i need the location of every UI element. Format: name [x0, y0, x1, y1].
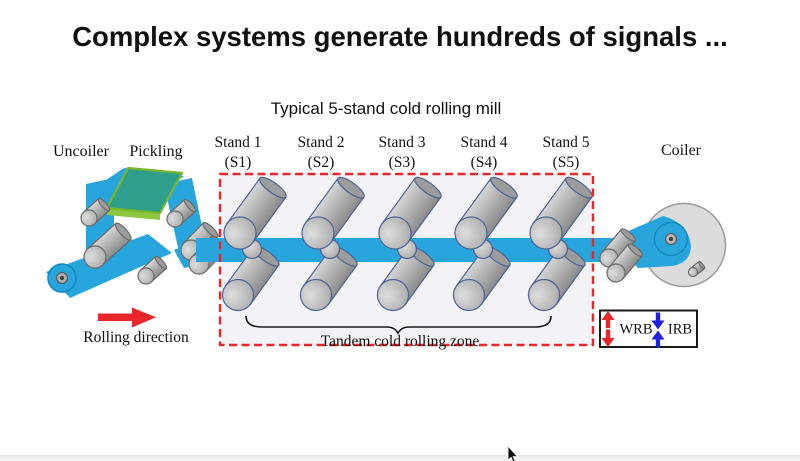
stand-label: Stand 4: [461, 134, 508, 151]
stand-label: Stand 1: [215, 134, 262, 151]
guide-roller: [137, 255, 168, 285]
backup-roll: [301, 176, 365, 250]
guide-roller: [166, 198, 197, 228]
legend-wrb-label: WRB: [619, 322, 652, 338]
stand-sub-label: (S3): [389, 154, 416, 171]
stand-roll-stack: [527, 176, 593, 312]
stand-roll-stack: [376, 176, 442, 312]
stand-sub-label: (S4): [471, 154, 498, 171]
page-title: Complex systems generate hundreds of sig…: [72, 21, 728, 52]
stand-sub-label: (S1): [225, 154, 252, 171]
coiler-label: Coiler: [661, 142, 702, 159]
stand-sub-label: (S2): [308, 154, 335, 171]
pickling-tank: [105, 166, 184, 220]
stand-label: Stand 2: [298, 134, 345, 151]
legend-box: WRB IRB: [599, 309, 698, 348]
coiler-axle-dot: [669, 237, 673, 241]
diagram-title: Typical 5-stand cold rolling mill: [271, 99, 502, 118]
coiler: [599, 202, 727, 288]
bottom-divider: [0, 455, 800, 457]
strip-segment: [46, 234, 172, 298]
backup-roll: [376, 245, 435, 312]
backup-roll: [529, 176, 593, 250]
guide-roller: [83, 222, 132, 269]
bottom-bar: [0, 456, 800, 461]
pinch-roll: [687, 260, 706, 278]
tandem-zone-border: [218, 172, 595, 347]
stand-sub-label: (S5): [553, 154, 580, 171]
uncoiler-label: Uncoiler: [53, 143, 110, 160]
backup-roll: [454, 176, 518, 250]
backup-roll: [378, 176, 442, 250]
zone-label: Tandem cold rolling zone: [321, 333, 480, 350]
stand-labels: Stand 1 (S1) Stand 2 (S2) Stand 3 (S3) S…: [215, 134, 590, 171]
rolling-direction-label: Rolling direction: [83, 329, 189, 346]
pinch-rolls: [599, 228, 706, 283]
stand-roll-stack: [221, 176, 287, 312]
stand-roll-stack: [452, 176, 518, 312]
backup-roll: [527, 245, 586, 312]
wrb-arrows-icon: [601, 311, 615, 347]
tank-edge: [107, 208, 160, 220]
zone-brace: [245, 315, 552, 335]
guide-roller: [80, 197, 111, 227]
stand-label: Stand 5: [543, 134, 590, 151]
stands: [221, 176, 593, 312]
stand-roll-stack: [299, 176, 365, 312]
rolling-direction-arrow-icon: [98, 307, 156, 328]
legend-irb-label: IRB: [668, 322, 692, 338]
pickling-label: Pickling: [129, 143, 182, 160]
cursor-icon: [507, 444, 519, 461]
uncoiler: [47, 263, 77, 293]
entry-section: [46, 166, 227, 298]
backup-roll: [223, 176, 287, 250]
backup-roll: [221, 245, 280, 312]
pinch-roll: [606, 243, 644, 283]
irb-arrows-icon: [651, 312, 665, 348]
tank-top: [105, 166, 184, 215]
backup-roll: [452, 245, 511, 312]
stand-label: Stand 3: [379, 134, 426, 151]
